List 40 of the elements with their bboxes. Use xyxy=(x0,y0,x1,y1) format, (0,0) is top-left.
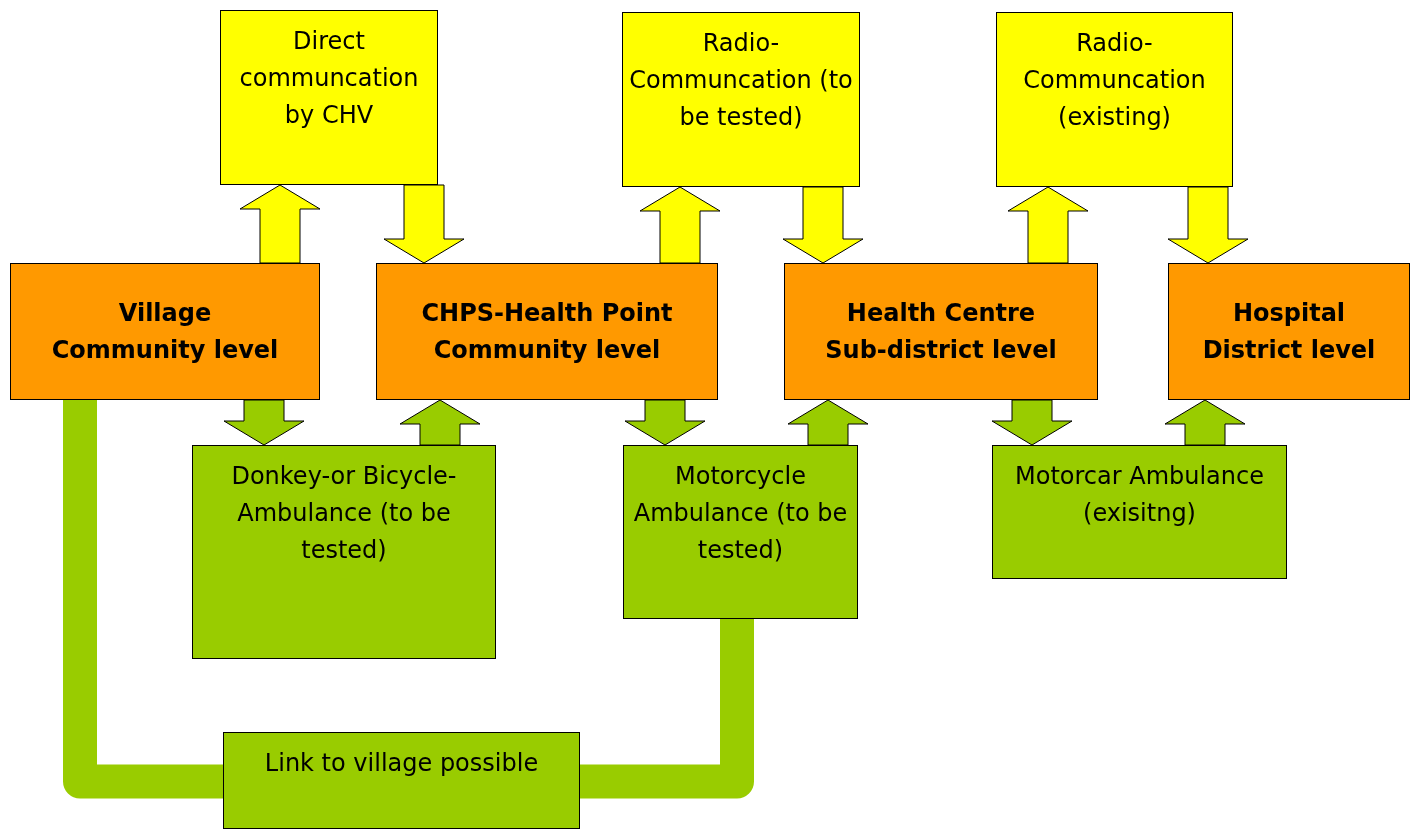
node-text: Motorcycle Ambulance (to be tested) xyxy=(632,461,849,566)
node-text: Sub-district level xyxy=(825,334,1057,366)
block-arrow xyxy=(991,399,1073,446)
block-arrow xyxy=(1167,186,1249,264)
block-arrow xyxy=(1164,399,1246,446)
transport-box xyxy=(192,445,496,659)
node-text: Health Centre xyxy=(846,297,1036,329)
communication-box xyxy=(220,10,438,185)
communication-box xyxy=(996,12,1233,187)
block-arrow xyxy=(239,184,321,264)
level-box xyxy=(376,263,718,400)
communication-box xyxy=(622,12,860,187)
node-text: Donkey-or Bicycle-Ambulance (to be tested) xyxy=(230,461,458,566)
node-text: Radio-Communcation (to be tested) xyxy=(628,28,854,133)
block-arrow xyxy=(624,399,706,446)
node-text: Link to village possible xyxy=(264,748,539,779)
block-arrow xyxy=(223,399,305,446)
level-box xyxy=(1168,263,1410,400)
node-text: Community level xyxy=(51,334,279,366)
level-box xyxy=(784,263,1098,400)
block-arrow xyxy=(639,186,721,264)
node-text: CHPS-Health Point xyxy=(421,297,673,329)
node-text: Village xyxy=(118,297,212,329)
block-arrow xyxy=(399,399,481,446)
transport-box xyxy=(623,445,858,619)
transport-box xyxy=(223,732,580,829)
block-arrow xyxy=(787,399,869,446)
node-text: Direct communcation by CHV xyxy=(238,26,420,131)
block-arrow xyxy=(383,184,465,264)
level-box xyxy=(10,263,320,400)
transport-box xyxy=(992,445,1287,579)
node-text: Community level xyxy=(433,334,661,366)
block-arrow xyxy=(782,186,864,264)
block-arrow xyxy=(1007,186,1089,264)
connector-line xyxy=(63,400,223,799)
node-text: Radio-Communcation (existing) xyxy=(1022,28,1207,133)
node-text: Hospital xyxy=(1232,297,1346,329)
node-text: Motorcar Ambulance (exisitng) xyxy=(1014,461,1265,529)
connector-line xyxy=(580,619,754,799)
node-text: District level xyxy=(1202,334,1376,366)
